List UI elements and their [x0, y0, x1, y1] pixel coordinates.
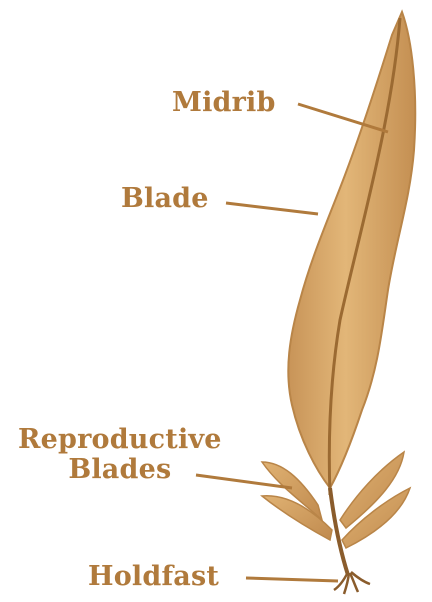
reproductive-blades-label: Reproductive Blades: [18, 425, 222, 485]
holdfast-roots: [334, 572, 370, 594]
blade-leader-line: [226, 203, 318, 214]
reproductive-label-line2: Blades: [18, 455, 222, 485]
stipe: [330, 488, 348, 575]
holdfast-label: Holdfast: [88, 562, 219, 592]
holdfast-leader-line: [246, 578, 338, 581]
midrib-label: Midrib: [172, 88, 276, 118]
reproductive-label-line1: Reproductive: [18, 425, 222, 455]
main-blade: [288, 12, 415, 488]
blade-label: Blade: [121, 184, 209, 214]
